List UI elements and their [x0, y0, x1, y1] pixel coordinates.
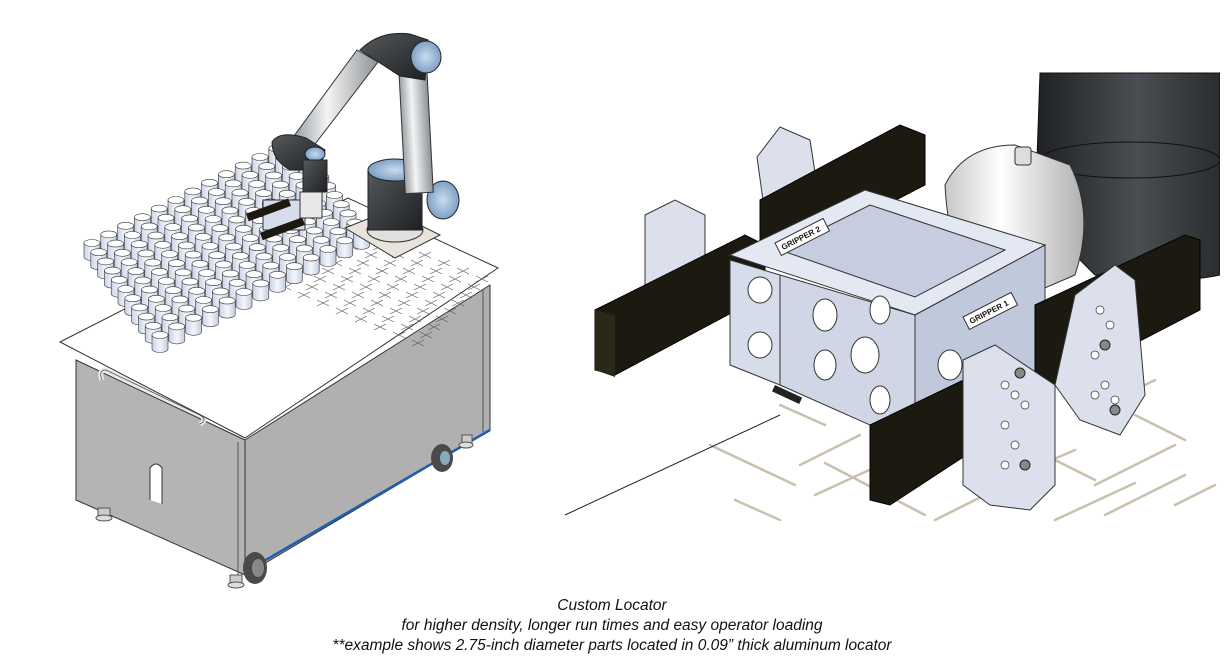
grid-mark [332, 283, 346, 291]
grid-mark [440, 283, 454, 291]
part-array [83, 136, 370, 353]
grid-mark [397, 299, 411, 307]
grid-mark [443, 307, 457, 315]
grid-mark [435, 315, 449, 323]
leveling-foot [95, 507, 113, 522]
grid-mark [373, 323, 387, 331]
part-cylinder [269, 271, 286, 293]
grid-mark [348, 267, 362, 275]
grid-mark [459, 291, 473, 299]
part-cylinder [202, 305, 219, 327]
robot-forearm [293, 49, 379, 149]
grid-mark [432, 291, 446, 299]
leveling-foot [458, 434, 474, 449]
grid-mark [400, 323, 414, 331]
finger-holes [1000, 305, 1120, 470]
grid-mark [354, 315, 368, 323]
grid-mark [378, 291, 392, 299]
fitting-icon [1014, 146, 1032, 166]
grid-mark [437, 259, 451, 267]
caption-note: **example shows 2.75-inch diameter parts… [332, 637, 892, 654]
grid-mark [356, 259, 370, 267]
grid-mark [448, 275, 462, 283]
robot-cart-drawing [58, 32, 500, 589]
part-cylinder [286, 262, 303, 284]
robot-upper-arm [398, 63, 434, 195]
finger-plate [1054, 264, 1146, 436]
grid-mark [321, 267, 335, 275]
caption: Custom Locator for higher density, longe… [0, 596, 1224, 656]
grid-mark [427, 323, 441, 331]
caster-wheel [431, 444, 453, 472]
part-cylinder [151, 331, 169, 353]
grid-mark [367, 275, 381, 283]
grid-mark [408, 315, 422, 323]
robot-joint-cap [410, 40, 442, 74]
grid-mark [359, 283, 373, 291]
grid-mark [389, 307, 403, 315]
part-cylinder [235, 288, 253, 310]
grid-mark [413, 283, 427, 291]
lightening-holes [747, 276, 963, 415]
gripper-closeup-drawing: GRIPPER 2 GRIPPER 1 [564, 72, 1221, 522]
grid-mark [418, 251, 432, 259]
part-cylinder [302, 253, 320, 276]
grid-mark [392, 331, 406, 339]
robot-joint-cap [426, 180, 460, 220]
grid-mark [343, 299, 357, 307]
grid-mark [297, 291, 311, 299]
part-cylinder [185, 313, 202, 336]
grid-mark [456, 267, 470, 275]
grid-mark [416, 307, 430, 315]
grid-mark [316, 299, 330, 307]
grid-mark [429, 267, 443, 275]
grid-mark [386, 283, 400, 291]
part-cylinder [168, 322, 186, 345]
grid-mark [451, 299, 465, 307]
grid-mark [383, 259, 397, 267]
grid-mark [410, 259, 424, 267]
grid-mark [335, 307, 349, 315]
caster-wheel [243, 552, 267, 584]
grid-mark [421, 275, 435, 283]
grid-mark [411, 339, 425, 347]
gripper-small [245, 191, 323, 241]
grid-mark [402, 267, 416, 275]
grid-mark [394, 275, 408, 283]
grid-mark [364, 251, 378, 259]
grid-mark [475, 275, 489, 283]
grid-mark [362, 307, 376, 315]
grid-mark [419, 331, 433, 339]
cap-screws [1014, 339, 1121, 471]
part-cylinder [218, 296, 236, 319]
gripper-closeup-illustration: GRIPPER 2 GRIPPER 1 [535, 65, 1221, 525]
part-cylinder [319, 245, 337, 267]
grid-mark [340, 275, 354, 283]
grid-mark [305, 283, 319, 291]
grid-mark [424, 299, 438, 307]
grid-mark [467, 283, 481, 291]
air-fitting [772, 385, 803, 405]
finger-plate [962, 344, 1056, 511]
grid-mark [324, 291, 338, 299]
grid-mark [370, 299, 384, 307]
part-cylinder [252, 279, 270, 302]
leveling-foot [227, 574, 245, 589]
robot-cart-illustration [50, 20, 510, 590]
grid-mark [313, 275, 327, 283]
grid-mark [375, 267, 389, 275]
grid-mark [405, 291, 419, 299]
part-cylinder [336, 236, 354, 259]
caption-title: Custom Locator [557, 597, 667, 614]
grid-mark [351, 291, 365, 299]
grid-mark [381, 315, 395, 323]
robot-joint-cap [304, 146, 326, 162]
caption-subtitle: for higher density, longer run times and… [401, 617, 823, 634]
